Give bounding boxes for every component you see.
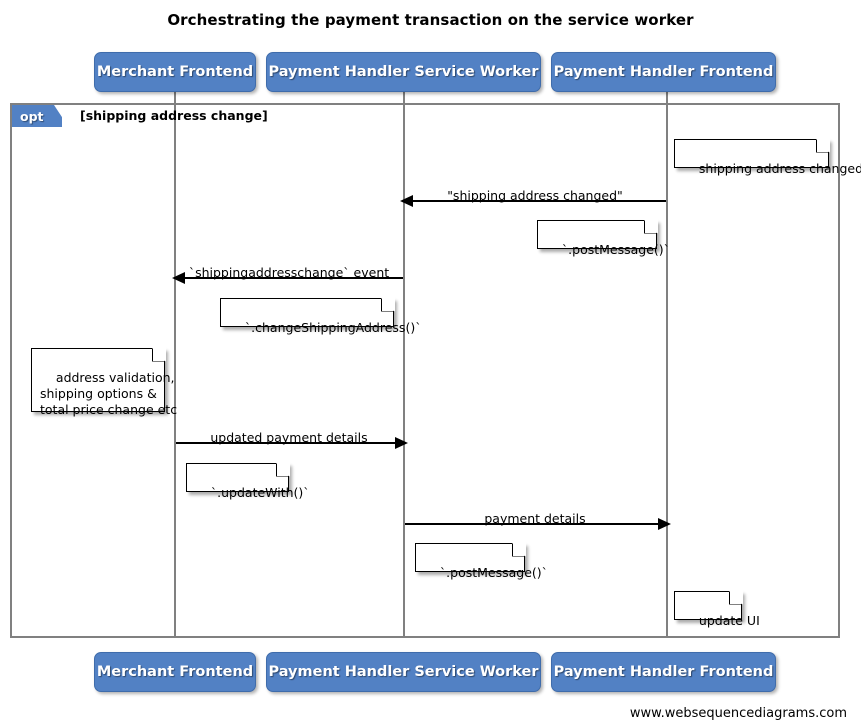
message-line-payment-details <box>405 523 660 525</box>
lifeline-merchant-frontend <box>174 92 176 637</box>
note-shipping-address-changed: shipping address changed <box>674 138 861 176</box>
message-line-updated-payment-details <box>176 442 397 444</box>
note-text: `.updateWith()` <box>210 485 310 500</box>
note-post-message-2: `.postMessage()` <box>415 542 548 580</box>
diagram-title: Orchestrating the payment transaction on… <box>167 11 694 29</box>
note-update-ui: update UI <box>674 590 760 628</box>
opt-fragment-tag-label: opt <box>20 108 44 124</box>
message-label-shipping-address-changed: "shipping address changed" <box>447 188 623 203</box>
participant-merchant-frontend-bottom[interactable]: Merchant Frontend <box>94 652 256 692</box>
note-update-with: `.updateWith()` <box>186 462 310 500</box>
opt-fragment-frame <box>10 103 840 638</box>
opt-fragment-tag: opt <box>12 105 62 127</box>
lifeline-payment-handler-service-worker <box>403 92 405 637</box>
message-line-shippingaddresschange-event <box>180 277 403 279</box>
participant-label: Payment Handler Frontend <box>553 664 774 680</box>
note-post-message-1: `.postMessage()` <box>537 219 670 257</box>
note-text: shipping address changed <box>698 161 861 176</box>
message-label-payment-details: payment details <box>484 511 586 526</box>
message-label-updated-payment-details: updated payment details <box>210 430 368 445</box>
message-line-shipping-address-changed <box>408 200 666 202</box>
note-text: update UI <box>698 613 760 628</box>
participant-payment-handler-service-worker-bottom[interactable]: Payment Handler Service Worker <box>266 652 541 692</box>
participant-label: Merchant Frontend <box>96 664 254 680</box>
note-text: `.postMessage()` <box>561 242 670 257</box>
participant-label: Payment Handler Service Worker <box>268 64 539 80</box>
message-arrowhead-payment-details <box>658 518 671 530</box>
note-address-validation: address validation, shipping options & t… <box>31 347 177 417</box>
participant-payment-handler-frontend-bottom[interactable]: Payment Handler Frontend <box>551 652 776 692</box>
note-text: `.changeShippingAddress()` <box>244 320 422 335</box>
message-label-shippingaddresschange-event: `shippingaddresschange` event <box>188 265 390 280</box>
message-arrowhead-shipping-address-changed <box>400 195 413 207</box>
participant-payment-handler-service-worker-top[interactable]: Payment Handler Service Worker <box>266 52 541 92</box>
note-text: address validation, shipping options & t… <box>40 370 178 417</box>
participant-label: Merchant Frontend <box>96 64 254 80</box>
note-change-shipping-address: `.changeShippingAddress()` <box>220 297 421 335</box>
participant-payment-handler-frontend-top[interactable]: Payment Handler Frontend <box>551 52 776 92</box>
participant-label: Payment Handler Service Worker <box>268 664 539 680</box>
note-text: `.postMessage()` <box>439 565 548 580</box>
footer-watermark: www.websequencediagrams.com <box>629 706 847 721</box>
participant-label: Payment Handler Frontend <box>553 64 774 80</box>
opt-fragment-guard: [shipping address change] <box>80 108 268 123</box>
message-arrowhead-shippingaddresschange-event <box>172 272 185 284</box>
lifeline-payment-handler-frontend <box>666 92 668 637</box>
participant-merchant-frontend-top[interactable]: Merchant Frontend <box>94 52 256 92</box>
message-arrowhead-updated-payment-details <box>395 437 408 449</box>
